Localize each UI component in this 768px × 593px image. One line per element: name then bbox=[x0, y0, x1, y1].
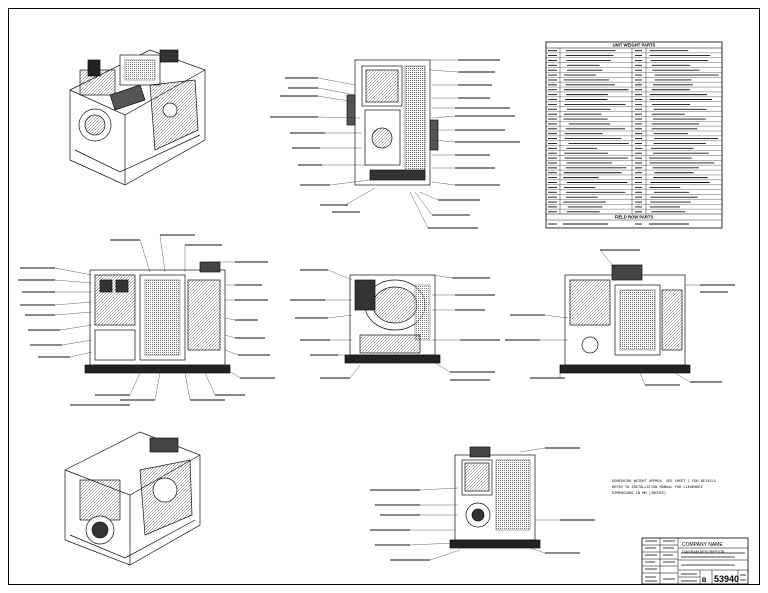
drawing-description: DIAGRAM DESCRIPTION bbox=[682, 550, 725, 554]
drawing-number: 53940 bbox=[714, 574, 739, 584]
title-block: COMPANY NAME DIAGRAM DESCRIPTION B 53940 bbox=[641, 537, 749, 585]
note-2: REFER TO INSTALLATION MANUAL FOR CLEARAN… bbox=[612, 485, 703, 489]
notes-block: GENERATOR WEIGHT APPROX. SEE SHEET 1 FOR… bbox=[612, 479, 716, 495]
parts-table-footer-title: FIELD ROW PARTS bbox=[615, 215, 654, 220]
title-block-size: B bbox=[702, 578, 707, 584]
isometric-view-top bbox=[69, 49, 206, 186]
callout-text-blocks bbox=[18, 59, 735, 561]
side-view-right bbox=[559, 264, 691, 374]
callout-leaders bbox=[54, 59, 700, 561]
note-3: DIMENSIONS IN MM [INCHES] bbox=[612, 491, 666, 495]
note-1: GENERATOR WEIGHT APPROX. SEE SHEET 1 FOR… bbox=[612, 479, 716, 483]
company-name: COMPANY NAME bbox=[682, 542, 723, 548]
parts-table: UNIT WEIGHT PARTS FIELD ROW PARTS bbox=[545, 41, 723, 229]
isometric-view-bottom bbox=[64, 431, 201, 566]
rear-view-bottom bbox=[449, 446, 541, 549]
top-view bbox=[346, 59, 439, 186]
parts-table-title: UNIT WEIGHT PARTS bbox=[613, 43, 656, 48]
front-view-center bbox=[344, 274, 441, 364]
front-view-left bbox=[84, 261, 231, 374]
drawing-sheet-border bbox=[8, 8, 760, 585]
